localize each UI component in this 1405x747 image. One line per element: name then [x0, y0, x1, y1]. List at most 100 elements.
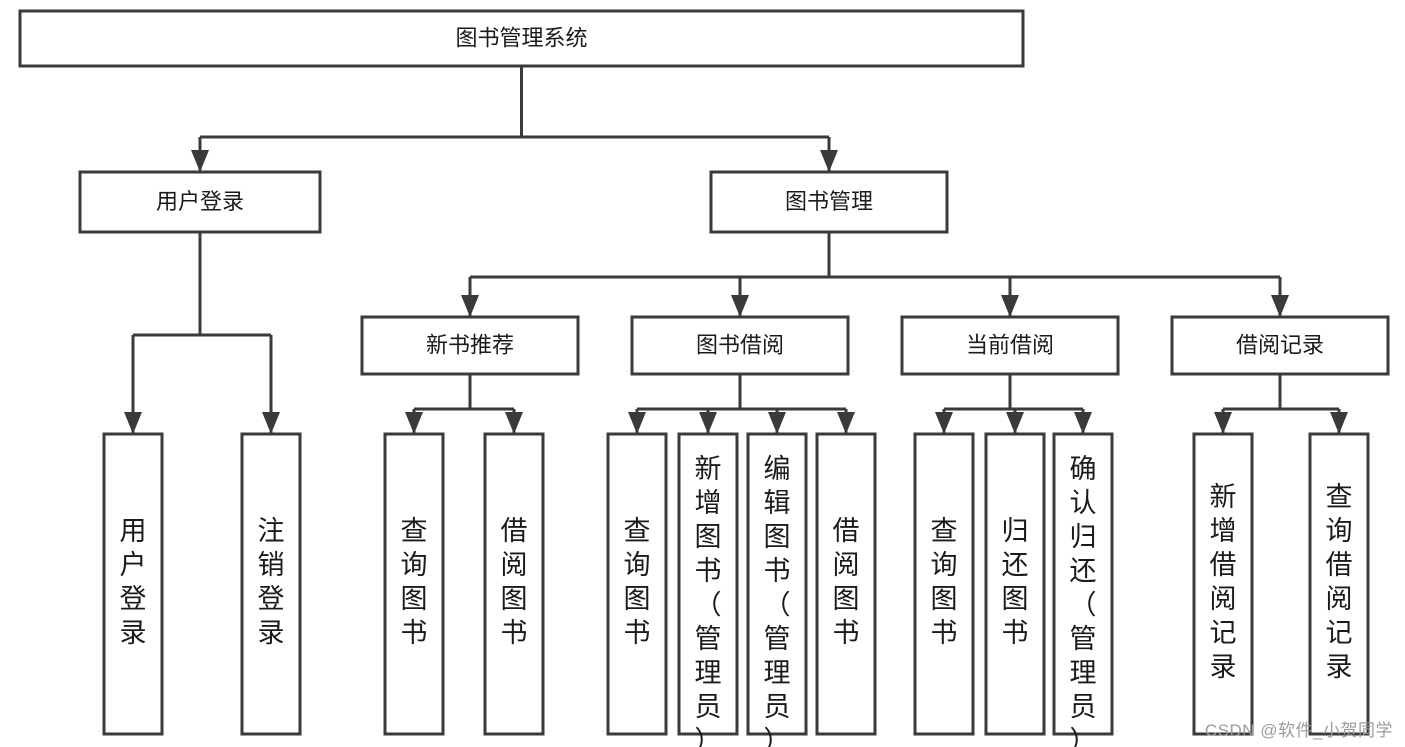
label-char: 辑 — [764, 488, 791, 518]
node-box-leaf-edit-book — [746, 432, 808, 736]
label-char: 录 — [1326, 652, 1353, 682]
node-new-book-recommend[interactable]: 新书推荐 — [360, 315, 580, 376]
node-root[interactable]: 图书管理系统 — [18, 9, 1025, 68]
label-char: （ — [695, 590, 722, 620]
node-user-login[interactable]: 用户登录 — [78, 170, 322, 234]
label-char: 用 — [120, 516, 147, 546]
node-box-leaf-add-book — [677, 432, 739, 736]
arrow-icon-leaf-user-logout — [262, 412, 280, 434]
label-char: 查 — [624, 516, 651, 546]
arrow-icon-leaf-query-book-1 — [405, 412, 423, 434]
node-box-new-book-recommend — [360, 315, 580, 376]
label-char: 图 — [401, 584, 428, 614]
arrow-icon-leaf-query-book-2 — [628, 412, 646, 434]
label-char: 新 — [695, 454, 722, 484]
label-char: 录 — [120, 618, 147, 648]
node-box-leaf-borrow-book-1 — [483, 432, 545, 736]
label-char: 查 — [1326, 482, 1353, 512]
node-box-leaf-query-book-3 — [913, 432, 975, 736]
label-char: 图 — [833, 584, 860, 614]
label-char: 借 — [501, 516, 528, 546]
node-box-leaf-query-book-1 — [383, 432, 445, 736]
label-char: 询 — [401, 550, 428, 580]
node-borrow-record[interactable]: 借阅记录 — [1170, 315, 1390, 376]
arrow-icon-leaf-confirm-return — [1074, 412, 1092, 434]
label-char: 管 — [1070, 624, 1097, 654]
label-char: 认 — [1070, 488, 1097, 518]
arrow-icon-leaf-query-book-3 — [935, 412, 953, 434]
label-char: 录 — [258, 618, 285, 648]
label-char: 编 — [764, 454, 791, 484]
node-label-leaf-user-login: 用户登录 — [120, 516, 147, 648]
node-label-borrow-record: 借阅记录 — [1236, 332, 1324, 357]
label-char: 理 — [695, 658, 722, 688]
label-char: 还 — [1002, 550, 1029, 580]
label-char: （ — [764, 590, 791, 620]
label-char: ） — [764, 726, 791, 747]
node-box-user-login — [78, 170, 322, 234]
arrow-icon-leaf-user-login — [124, 412, 142, 434]
arrow-icon-borrow-record — [1271, 295, 1289, 317]
arrow-icon-leaf-borrow-book-2 — [837, 412, 855, 434]
label-char: 阅 — [501, 550, 528, 580]
label-char: 询 — [931, 550, 958, 580]
label-char: 图 — [764, 522, 791, 552]
label-char: 还 — [1070, 556, 1097, 586]
label-char: 登 — [120, 584, 147, 614]
label-char: 阅 — [1210, 584, 1237, 614]
label-char: ） — [1070, 726, 1097, 747]
node-box-leaf-add-record — [1192, 432, 1254, 736]
label-char: 新 — [1210, 482, 1237, 512]
node-book-manage[interactable]: 图书管理 — [709, 170, 949, 234]
label-char: 管 — [764, 624, 791, 654]
label-char: 阅 — [833, 550, 860, 580]
label-char: 书 — [624, 618, 651, 648]
node-leaf-user-login[interactable]: 用户登录 — [102, 432, 164, 736]
node-box-leaf-query-record — [1308, 432, 1370, 736]
node-box-current-borrow — [900, 315, 1120, 376]
label-char: 理 — [764, 658, 791, 688]
arrow-icon-user-login — [191, 150, 209, 172]
label-char: 书 — [833, 618, 860, 648]
node-box-book-manage — [709, 170, 949, 234]
node-current-borrow[interactable]: 当前借阅 — [900, 315, 1120, 376]
arrow-icon-leaf-query-record — [1330, 412, 1348, 434]
label-char: 增 — [695, 488, 722, 518]
arrow-icon-leaf-add-record — [1214, 412, 1232, 434]
arrow-icon-leaf-borrow-book-1 — [505, 412, 523, 434]
label-char: 归 — [1070, 522, 1097, 552]
label-char: 销 — [258, 550, 285, 580]
arrow-icon-leaf-edit-book — [768, 412, 786, 434]
label-char: 理 — [1070, 658, 1097, 688]
node-box-leaf-query-book-2 — [606, 432, 668, 736]
label-char: 管 — [695, 624, 722, 654]
node-label-book-borrow: 图书借阅 — [696, 332, 784, 357]
label-char: 书 — [501, 618, 528, 648]
label-char: 书 — [1002, 618, 1029, 648]
node-book-borrow[interactable]: 图书借阅 — [630, 315, 850, 376]
node-label-current-borrow: 当前借阅 — [966, 332, 1054, 357]
label-char: 阅 — [1326, 584, 1353, 614]
